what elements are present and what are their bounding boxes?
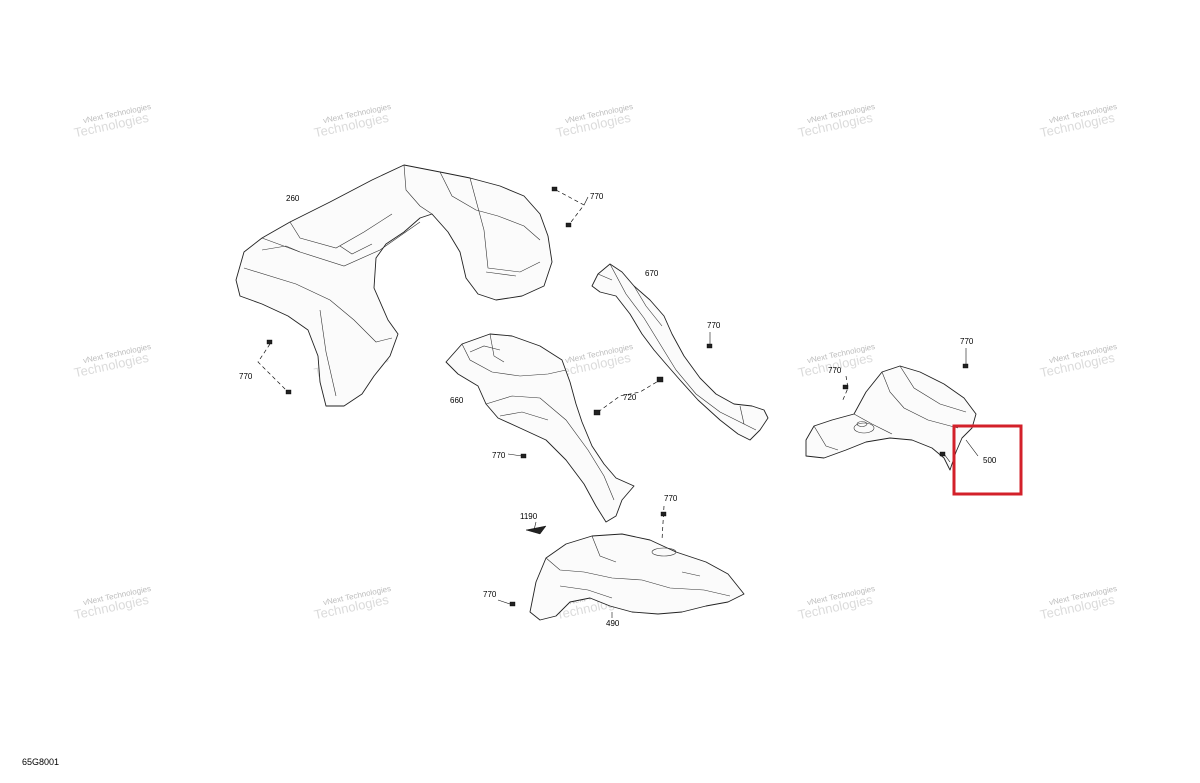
callout-770-a[interactable]: 770 (590, 192, 604, 201)
part-490-front-panel[interactable] (529, 533, 745, 621)
fasteners-and-leaders (257, 186, 979, 618)
fastener-770-g[interactable] (842, 384, 849, 390)
emblem-1190[interactable] (525, 525, 547, 535)
callout-490[interactable]: 490 (606, 619, 620, 628)
fastener-770-d[interactable] (285, 389, 292, 395)
callout-770-b[interactable]: 770 (239, 372, 253, 381)
part-260-rear-body[interactable] (235, 164, 553, 407)
fastener-770-a[interactable] (551, 186, 558, 192)
fastener-720-a[interactable] (593, 409, 601, 416)
callout-1190[interactable]: 1190 (520, 512, 538, 521)
drawing-code: 65G8001 (22, 757, 60, 767)
fastener-770-f[interactable] (520, 453, 527, 459)
callout-770-c[interactable]: 770 (707, 321, 721, 330)
fastener-770-c[interactable] (266, 339, 273, 345)
fastener-720-b[interactable] (656, 376, 664, 383)
part-500-front-fender[interactable] (805, 365, 977, 471)
fastener-770-h[interactable] (962, 363, 969, 369)
part-660-side-panel[interactable] (445, 333, 635, 523)
callout-660[interactable]: 660 (450, 396, 464, 405)
callout-670[interactable]: 670 (645, 269, 659, 278)
callout-770-e[interactable]: 770 (828, 366, 842, 375)
callout-770-g[interactable]: 770 (664, 494, 678, 503)
fastener-500[interactable] (939, 451, 946, 457)
callout-260[interactable]: 260 (286, 194, 300, 203)
callout-720[interactable]: 720 (623, 393, 637, 402)
callout-770-d[interactable]: 770 (492, 451, 506, 460)
fastener-770-j[interactable] (509, 601, 516, 607)
highlight-box-500 (952, 424, 1023, 496)
callout-labels: 260 770 770 670 770 660 720 770 770 770 … (239, 192, 997, 628)
callout-770-h[interactable]: 770 (483, 590, 497, 599)
callout-770-f[interactable]: 770 (960, 337, 974, 346)
fastener-770-b[interactable] (565, 222, 572, 228)
callout-500[interactable]: 500 (983, 456, 997, 465)
part-670-side-rail[interactable] (591, 263, 769, 441)
fastener-770-e[interactable] (706, 343, 713, 349)
fastener-770-i[interactable] (660, 511, 667, 517)
